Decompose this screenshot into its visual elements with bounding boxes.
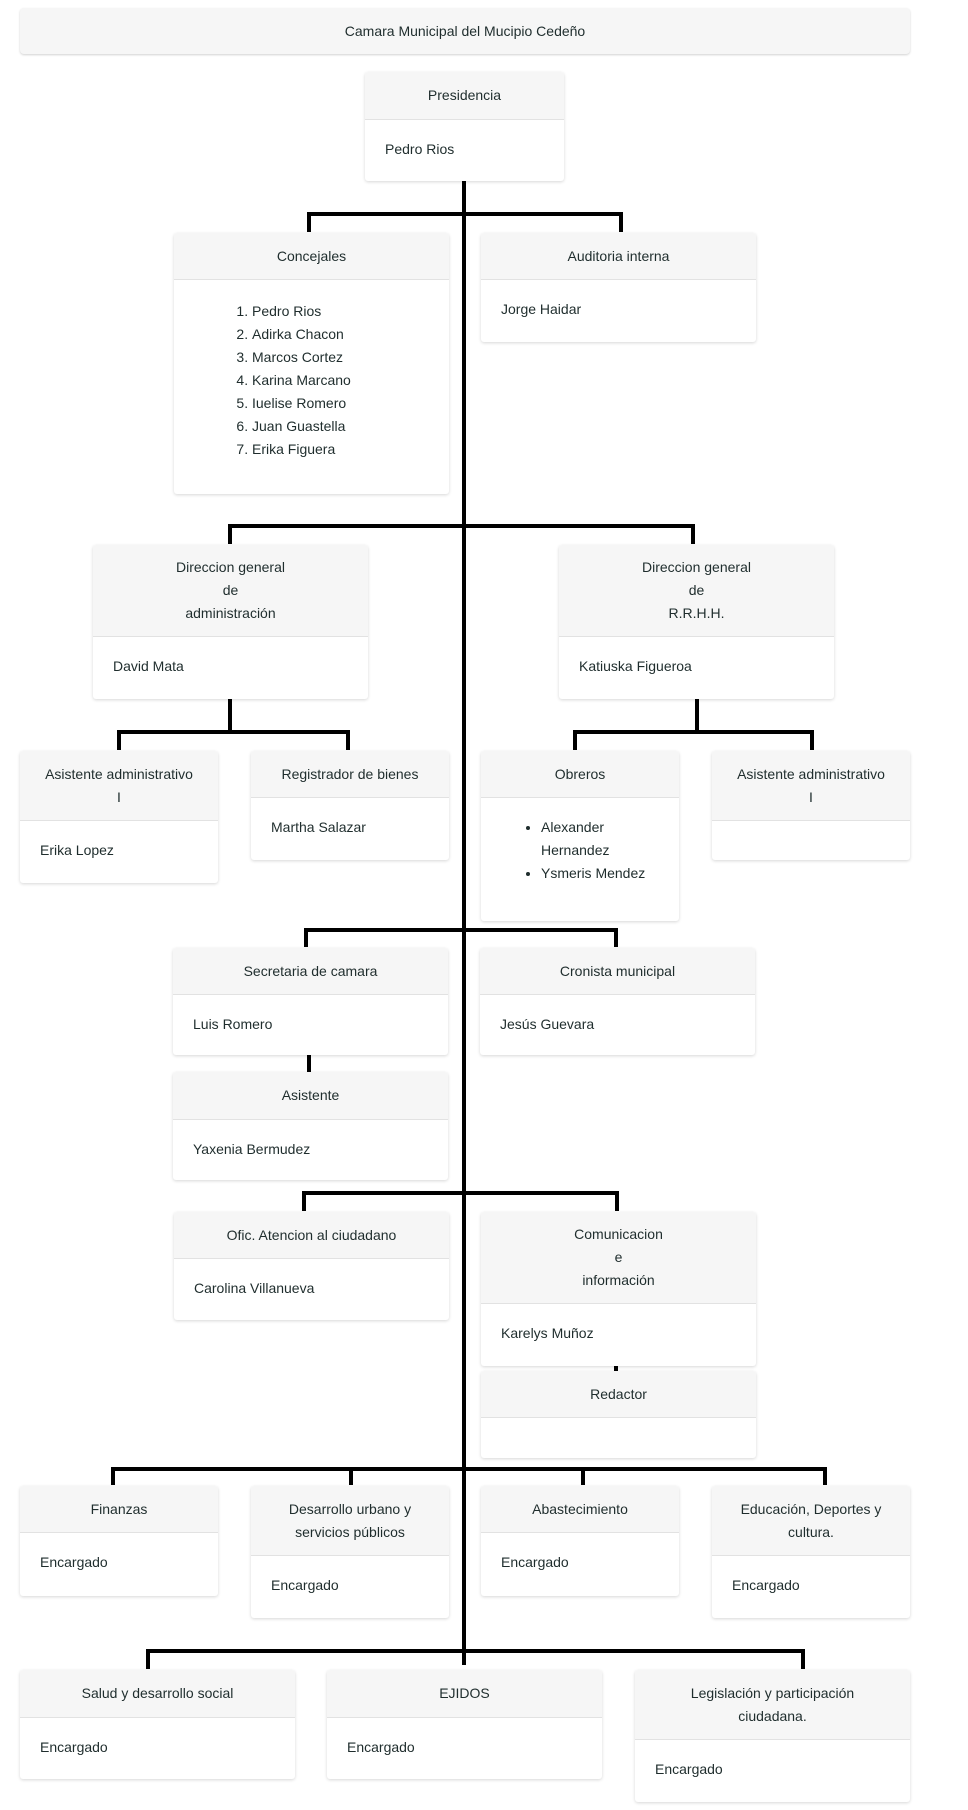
card-name: Encargado xyxy=(655,1761,723,1777)
card-name: Yaxenia Bermudez xyxy=(193,1141,311,1157)
card-name: David Mata xyxy=(113,658,184,674)
card-title: Presidencia xyxy=(365,72,564,120)
card-title: Auditoria interna xyxy=(481,233,756,280)
list-item: Erika Figuera xyxy=(252,438,429,461)
card-auditoria: Auditoria interna Jorge Haidar xyxy=(481,233,756,342)
card-ofic-atencion: Ofic. Atencion al ciudadano Carolina Vil… xyxy=(174,1212,449,1320)
card-presidencia: Presidencia Pedro Rios xyxy=(365,72,564,181)
card-name: Erika Lopez xyxy=(40,842,114,858)
card-name: Encargado xyxy=(732,1577,800,1593)
card-finanzas: Finanzas Encargado xyxy=(20,1486,218,1596)
card-name: Katiuska Figueroa xyxy=(579,658,692,674)
concejales-list: Pedro Rios Adirka Chacon Marcos Cortez K… xyxy=(194,300,429,461)
list-item: Pedro Rios xyxy=(252,300,429,323)
card-name: Encargado xyxy=(271,1577,339,1593)
header-title: Camara Municipal del Mucipio Cedeño xyxy=(344,23,586,39)
card-title: EJIDOS xyxy=(327,1670,602,1718)
card-salud: Salud y desarrollo social Encargado xyxy=(20,1670,295,1779)
list-item: Iuelise Romero xyxy=(252,392,429,415)
card-title: Obreros xyxy=(481,751,679,798)
card-name: Luis Romero xyxy=(193,1016,273,1032)
card-cronista: Cronista municipal Jesús Guevara xyxy=(480,948,755,1055)
card-concejales: Concejales Pedro Rios Adirka Chacon Marc… xyxy=(174,233,449,494)
card-title: Registrador de bienes xyxy=(251,751,449,798)
card-name xyxy=(712,821,910,857)
card-title: Redactor xyxy=(481,1371,756,1418)
card-name: Karelys Muñoz xyxy=(501,1325,594,1341)
card-secretaria: Secretaria de camara Luis Romero xyxy=(173,948,448,1055)
list-item: Karina Marcano xyxy=(252,369,429,392)
card-ejidos: EJIDOS Encargado xyxy=(327,1670,602,1779)
card-name: Encargado xyxy=(501,1554,569,1570)
card-name: Encargado xyxy=(40,1739,108,1755)
card-name: Pedro Rios xyxy=(385,141,455,157)
card-name: Jesús Guevara xyxy=(500,1016,595,1032)
card-registrador: Registrador de bienes Martha Salazar xyxy=(251,751,449,860)
card-title: Finanzas xyxy=(20,1486,218,1533)
list-item: Ysmeris Mendez xyxy=(541,862,655,885)
list-item: Adirka Chacon xyxy=(252,323,429,346)
card-name: Encargado xyxy=(347,1739,415,1755)
page-header: Camara Municipal del Mucipio Cedeño xyxy=(20,8,910,54)
list-item: Alexander Hernandez xyxy=(541,816,655,862)
list-item: Juan Guastella xyxy=(252,415,429,438)
card-name xyxy=(481,1418,756,1454)
list-item: Marcos Cortez xyxy=(252,346,429,369)
card-title: Ofic. Atencion al ciudadano xyxy=(174,1212,449,1259)
card-title: Concejales xyxy=(174,233,449,280)
card-obreros: Obreros Alexander Hernandez Ysmeris Mend… xyxy=(481,751,679,921)
card-asistente: Asistente Yaxenia Bermudez xyxy=(173,1072,448,1180)
card-name: Martha Salazar xyxy=(271,819,366,835)
card-name: Carolina Villanueva xyxy=(194,1280,315,1296)
card-redactor: Redactor xyxy=(481,1371,756,1458)
obreros-list: Alexander Hernandez Ysmeris Mendez xyxy=(501,816,655,885)
card-name: Encargado xyxy=(40,1554,108,1570)
card-title: Abastecimiento xyxy=(481,1486,679,1533)
card-title: Asistente xyxy=(173,1072,448,1120)
card-title: Salud y desarrollo social xyxy=(20,1670,295,1718)
card-name: Jorge Haidar xyxy=(501,301,582,317)
card-title: Cronista municipal xyxy=(480,948,755,995)
card-title: Secretaria de camara xyxy=(173,948,448,995)
card-abastecimiento: Abastecimiento Encargado xyxy=(481,1486,679,1596)
